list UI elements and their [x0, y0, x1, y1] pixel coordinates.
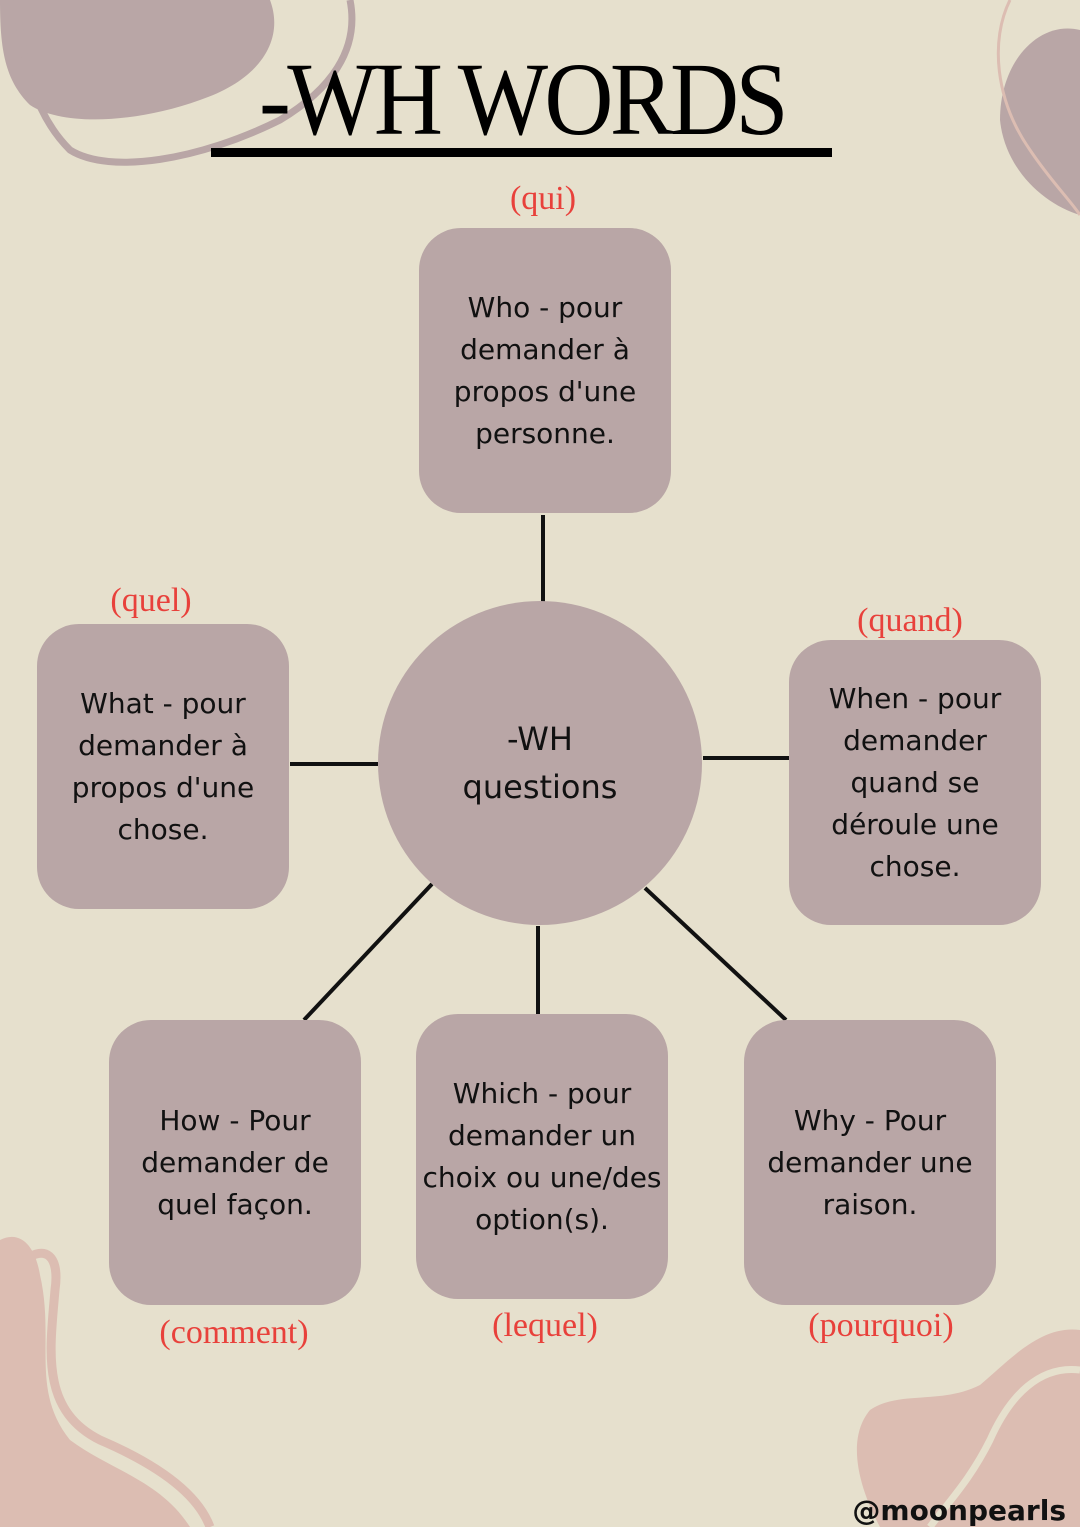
node-when: When - pour demander quand se déroule un… — [789, 640, 1041, 925]
title-underline — [211, 148, 832, 157]
node-which: Which - pour demander un choix ou une/de… — [416, 1014, 668, 1299]
blob-bottom-left — [0, 1236, 190, 1527]
label-qui: (qui) — [509, 180, 577, 217]
connector-how — [302, 882, 434, 1022]
connector-lines — [290, 515, 789, 1022]
node-who: Who - pour demander à propos d'une perso… — [419, 228, 671, 513]
author-credit: @moonpearls — [852, 1494, 1066, 1527]
blob-top-left — [0, 0, 275, 120]
blob-bottom-right — [856, 1329, 1080, 1527]
line-top-right — [996, 0, 1080, 216]
center-label: -WH questions — [462, 720, 618, 806]
label-pourquoi: (pourquoi) — [808, 1307, 954, 1344]
node-which-text: Which - pour demander un choix ou une/de… — [422, 1076, 662, 1236]
node-why: Why - Pour demander une raison. — [744, 1020, 996, 1305]
node-how-text: How - Pour demander de quel façon. — [141, 1103, 329, 1221]
node-when-text: When - pour demander quand se déroule un… — [828, 681, 1002, 883]
line-top-left — [11, 0, 356, 166]
blob-top-right — [1000, 28, 1080, 215]
node-who-text: Who - pour demander à propos d'une perso… — [453, 290, 637, 450]
label-quel: (quel) — [110, 582, 192, 619]
page-title: -WH WORDS — [259, 42, 789, 157]
node-what: What - pour demander à propos d'une chos… — [37, 624, 289, 909]
center-node: -WH questions — [378, 601, 702, 925]
node-why-text: Why - Pour demander une raison. — [767, 1103, 973, 1221]
label-comment: (comment) — [159, 1314, 309, 1351]
node-what-text: What - pour demander à propos d'une chos… — [71, 686, 255, 846]
label-lequel: (lequel) — [492, 1307, 598, 1344]
line-bottom-right — [927, 1365, 1080, 1527]
node-how: How - Pour demander de quel façon. — [109, 1020, 361, 1305]
label-quand: (quand) — [857, 602, 963, 639]
line-bottom-left — [22, 1248, 215, 1527]
connector-why — [643, 886, 788, 1022]
